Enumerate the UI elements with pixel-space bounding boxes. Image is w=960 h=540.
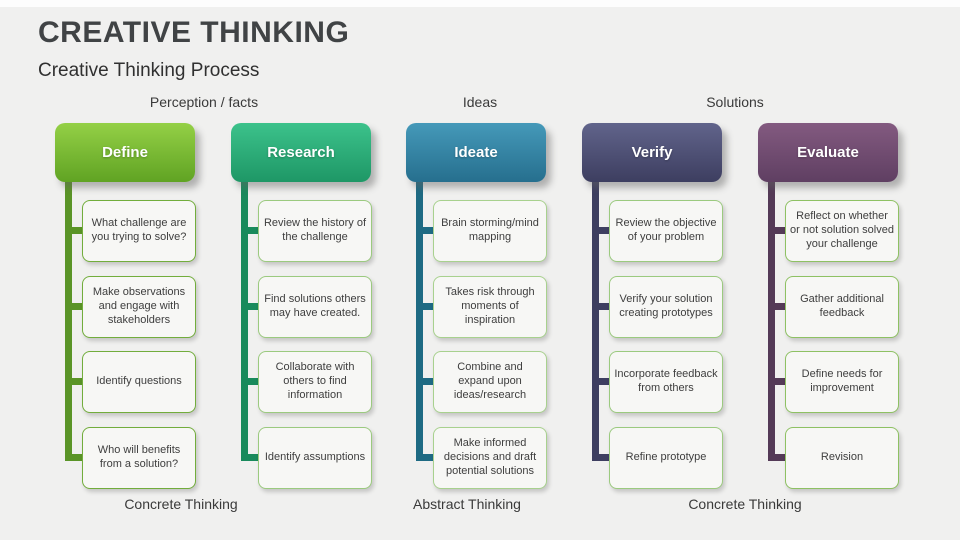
connector-stub <box>241 454 259 461</box>
step-box: Find solutions others may have created. <box>258 276 372 338</box>
step-box: Refine prototype <box>609 427 723 489</box>
section-label-perception-facts: Perception / facts <box>149 94 259 110</box>
step-box: Review the history of the challenge <box>258 200 372 262</box>
step-box: Revision <box>785 427 899 489</box>
connector-stub <box>241 303 259 310</box>
stage-header-research: Research <box>231 123 371 182</box>
step-item: Reflect on whether or not solution solve… <box>768 200 899 262</box>
step-box: Reflect on whether or not solution solve… <box>785 200 899 262</box>
step-box: Collaborate with others to find informat… <box>258 351 372 413</box>
bottom-label-concrete-thinking-right: Concrete Thinking <box>688 496 802 512</box>
connector-stub <box>592 303 610 310</box>
step-item: Collaborate with others to find informat… <box>241 351 372 413</box>
bottom-label-concrete-thinking-left: Concrete Thinking <box>124 496 238 512</box>
connector-stub <box>592 454 610 461</box>
step-item: Combine and expand upon ideas/research <box>416 351 547 413</box>
step-box: Who will benefits from a solution? <box>82 427 196 489</box>
step-item: Review the history of the challenge <box>241 200 372 262</box>
bottom-label-abstract-thinking: Abstract Thinking <box>413 496 521 512</box>
section-label-ideas: Ideas <box>462 94 498 110</box>
step-box: Identify assumptions <box>258 427 372 489</box>
connector-stub <box>65 227 83 234</box>
column-research: Research Review the history of the chall… <box>231 123 376 495</box>
connector-stub <box>416 454 434 461</box>
connector-line <box>768 173 775 461</box>
stage-header-define: Define <box>55 123 195 182</box>
connector-line <box>416 173 423 461</box>
step-item: Identify questions <box>65 351 196 413</box>
step-item: Takes risk through moments of inspiratio… <box>416 276 547 338</box>
step-box: Define needs for improvement <box>785 351 899 413</box>
connector-line <box>592 173 599 461</box>
step-item: What challenge are you trying to solve? <box>65 200 196 262</box>
step-box: Combine and expand upon ideas/research <box>433 351 547 413</box>
page-title: CREATIVE THINKING <box>38 16 350 49</box>
connector-line <box>241 173 248 461</box>
connector-stub <box>241 378 259 385</box>
connector-stub <box>416 227 434 234</box>
step-item: Find solutions others may have created. <box>241 276 372 338</box>
step-box: What challenge are you trying to solve? <box>82 200 196 262</box>
connector-stub <box>416 303 434 310</box>
connector-stub <box>592 378 610 385</box>
page-subtitle: Creative Thinking Process <box>38 60 260 81</box>
section-label-solutions: Solutions <box>706 94 764 110</box>
step-item: Who will benefits from a solution? <box>65 427 196 489</box>
step-box: Make informed decisions and draft potent… <box>433 427 547 489</box>
connector-stub <box>416 378 434 385</box>
step-item: Refine prototype <box>592 427 723 489</box>
step-box: Gather additional feedback <box>785 276 899 338</box>
step-item: Revision <box>768 427 899 489</box>
step-item: Brain storming/mind mapping <box>416 200 547 262</box>
column-evaluate: Evaluate Reflect on whether or not solut… <box>758 123 903 495</box>
connector-stub <box>592 227 610 234</box>
step-item: Make observations and engage with stakeh… <box>65 276 196 338</box>
step-box: Verify your solution creating prototypes <box>609 276 723 338</box>
step-box: Takes risk through moments of inspiratio… <box>433 276 547 338</box>
connector-stub <box>241 227 259 234</box>
step-box: Incorporate feedback from others <box>609 351 723 413</box>
stage-header-verify: Verify <box>582 123 722 182</box>
connector-line <box>65 173 72 461</box>
connector-stub <box>768 227 786 234</box>
connector-stub <box>768 303 786 310</box>
column-define: Define What challenge are you trying to … <box>55 123 200 495</box>
connector-stub <box>768 378 786 385</box>
connector-stub <box>65 454 83 461</box>
step-item: Define needs for improvement <box>768 351 899 413</box>
step-box: Review the objective of your problem <box>609 200 723 262</box>
step-box: Make observations and engage with stakeh… <box>82 276 196 338</box>
step-item: Verify your solution creating prototypes <box>592 276 723 338</box>
slide-top-edge <box>0 0 960 7</box>
step-item: Review the objective of your problem <box>592 200 723 262</box>
step-box: Identify questions <box>82 351 196 413</box>
step-item: Gather additional feedback <box>768 276 899 338</box>
step-item: Identify assumptions <box>241 427 372 489</box>
step-item: Incorporate feedback from others <box>592 351 723 413</box>
connector-stub <box>65 378 83 385</box>
column-verify: Verify Review the objective of your prob… <box>582 123 727 495</box>
stage-header-ideate: Ideate <box>406 123 546 182</box>
connector-stub <box>768 454 786 461</box>
stage-header-evaluate: Evaluate <box>758 123 898 182</box>
column-ideate: Ideate Brain storming/mind mapping Takes… <box>406 123 551 495</box>
connector-stub <box>65 303 83 310</box>
step-box: Brain storming/mind mapping <box>433 200 547 262</box>
step-item: Make informed decisions and draft potent… <box>416 427 547 489</box>
